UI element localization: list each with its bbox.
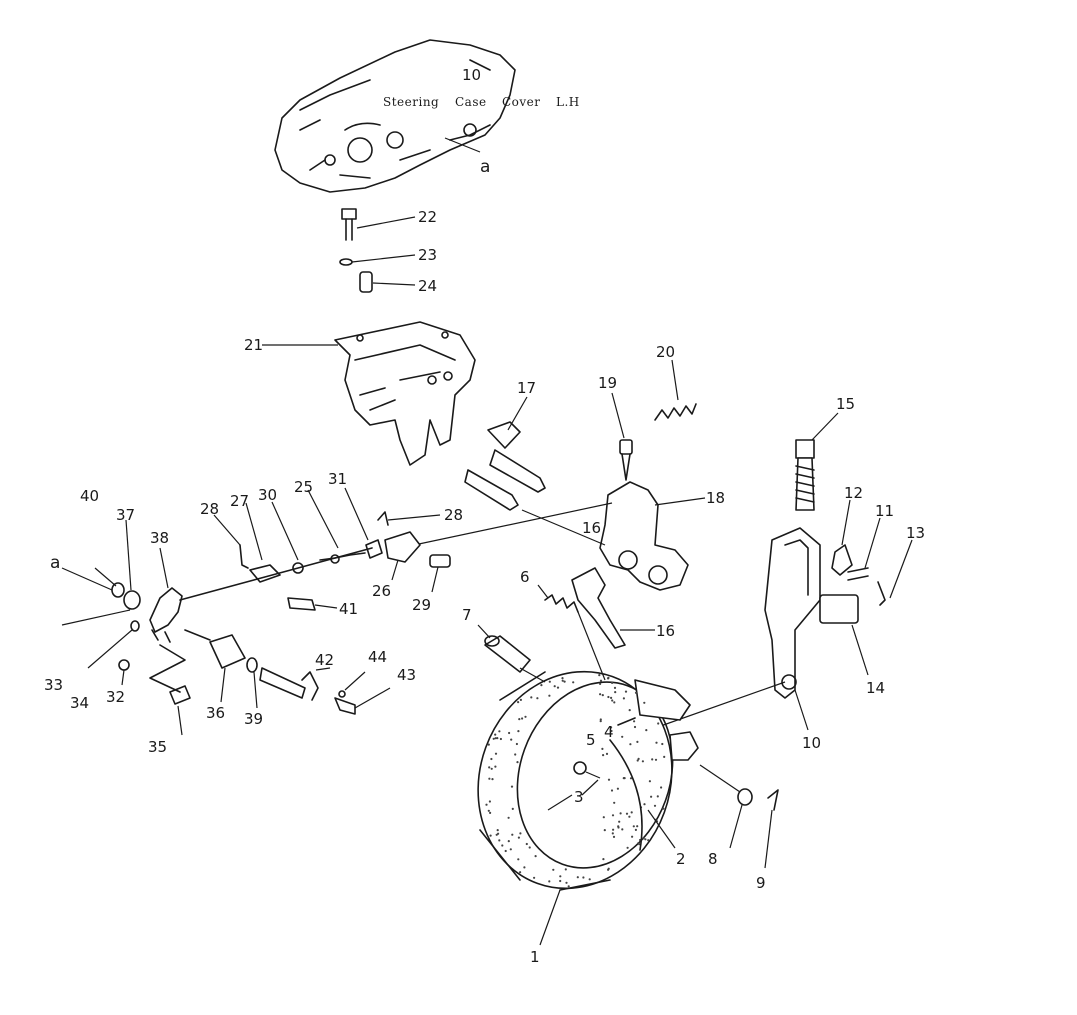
callout-20: 20 xyxy=(656,343,675,361)
callout-23: 23 xyxy=(418,246,437,264)
callout-16b: 16 xyxy=(582,519,601,537)
callout-24: 24 xyxy=(418,277,437,295)
callout-6: 6 xyxy=(520,568,530,586)
ref-mark-a-top: a xyxy=(480,157,490,177)
title-word-case: Case xyxy=(455,95,487,109)
callout-4: 4 xyxy=(604,723,614,741)
callout-30: 30 xyxy=(258,486,277,504)
callout-40: 40 xyxy=(80,487,99,505)
pin-7 xyxy=(477,624,546,683)
callout-19: 19 xyxy=(598,374,617,392)
callout-26: 26 xyxy=(372,582,391,600)
callout-25: 25 xyxy=(294,478,313,496)
washer-8 xyxy=(699,764,753,849)
title-word-lh: L.H xyxy=(556,95,580,109)
pin-4 xyxy=(617,717,636,726)
callout-10: 10 xyxy=(802,734,821,752)
callout-2: 2 xyxy=(676,850,686,868)
title-word-steering: Steering xyxy=(383,95,439,109)
callout-41: 41 xyxy=(339,600,358,618)
callout-labels: 1 2 3 4 5 6 7 8 9 10 11 12 13 14 15 16 1… xyxy=(44,208,925,966)
pin-17 xyxy=(464,396,546,511)
brake-band-1 xyxy=(477,670,699,946)
callout-14: 14 xyxy=(866,679,885,697)
callout-42: 42 xyxy=(315,651,334,669)
left-cluster-32-44 xyxy=(61,519,391,736)
lining-2 xyxy=(609,739,676,851)
spring-6 xyxy=(537,584,606,681)
pin-9 xyxy=(764,789,779,869)
callout-29: 29 xyxy=(412,596,431,614)
rod-10 xyxy=(654,527,821,731)
cover-number: 10 xyxy=(462,66,481,84)
band-texture-dots xyxy=(485,674,666,888)
callout-8: 8 xyxy=(708,850,718,868)
callout-39: 39 xyxy=(244,710,263,728)
spring-20 xyxy=(654,359,697,421)
ref-mark-a-left: a xyxy=(50,553,60,573)
callout-37: 37 xyxy=(116,506,135,524)
callout-44: 44 xyxy=(368,648,387,666)
callout-3: 3 xyxy=(574,788,584,806)
callout-32: 32 xyxy=(106,688,125,706)
callout-31: 31 xyxy=(328,470,347,488)
callout-43: 43 xyxy=(397,666,416,684)
callout-15: 15 xyxy=(836,395,855,413)
callout-7: 7 xyxy=(462,606,472,624)
callout-9: 9 xyxy=(756,874,766,892)
adjust-bolt-15 xyxy=(795,412,839,511)
callout-27: 27 xyxy=(230,492,249,510)
steering-case-cover: 10 Steering Case Cover L.H a xyxy=(274,39,580,193)
linkage-parts-25-31 xyxy=(213,487,451,611)
bolt-5 xyxy=(573,761,601,779)
callout-12: 12 xyxy=(844,484,863,502)
callout-11: 11 xyxy=(875,502,894,520)
title-word-cover: Cover xyxy=(502,95,541,109)
callout-34: 34 xyxy=(70,694,89,712)
callout-36: 36 xyxy=(206,704,225,722)
pin-19 xyxy=(611,392,633,481)
callout-17: 17 xyxy=(517,379,536,397)
callout-35: 35 xyxy=(148,738,167,756)
callout-33: 33 xyxy=(44,676,63,694)
callout-18: 18 xyxy=(706,489,725,507)
callout-28a: 28 xyxy=(200,500,219,518)
bolt-washer-plug-stack xyxy=(339,208,416,293)
callout-5: 5 xyxy=(586,731,596,749)
callout-22: 22 xyxy=(418,208,437,226)
callout-28b: 28 xyxy=(444,506,463,524)
lever-18 xyxy=(399,481,706,591)
callout-1: 1 xyxy=(530,948,540,966)
rivets-3 xyxy=(547,779,599,811)
callout-21: 21 xyxy=(244,336,263,354)
callout-16a: 16 xyxy=(656,622,675,640)
callout-38: 38 xyxy=(150,529,169,547)
callout-13: 13 xyxy=(906,524,925,542)
clip-parts-11-14 xyxy=(819,499,913,676)
lever-16 xyxy=(571,567,655,649)
bracket-21 xyxy=(262,321,476,466)
